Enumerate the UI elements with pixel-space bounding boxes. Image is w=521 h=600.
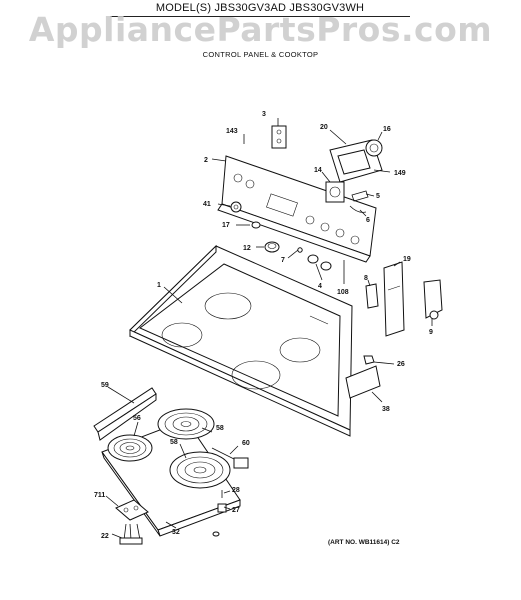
receptacle-part-38: [345, 365, 381, 399]
callout-12: 12: [243, 245, 251, 252]
control-panel: [217, 155, 377, 263]
callout-7: 7: [281, 257, 285, 264]
callout-22: 22: [101, 533, 109, 540]
leader-lines: [105, 118, 433, 539]
cooktop-main-top: [129, 244, 353, 437]
callout-41: 41: [203, 201, 211, 208]
model-title: MODEL(S) JBS30GV3AD JBS30GV3WH: [110, 2, 410, 17]
callout-17: 17: [222, 222, 230, 229]
bracket-part-3: [271, 125, 287, 149]
rail-part-59: [93, 387, 157, 441]
burner-part-58-upper: [157, 408, 215, 440]
callout-20: 20: [320, 124, 328, 131]
part-27: [217, 503, 227, 513]
callout-56: 56: [133, 415, 141, 422]
terminal-block-part-711: [115, 499, 149, 521]
callout-1: 1: [157, 282, 161, 289]
callout-108: 108: [337, 289, 349, 296]
bracket-part-8: [365, 283, 379, 309]
screw-part-7: [297, 247, 303, 253]
diagram-subtitle: CONTROL PANEL & COOKTOP: [202, 50, 319, 59]
burner-part-58-lower: [169, 451, 231, 489]
callout-2: 2: [204, 157, 208, 164]
callout-28: 28: [232, 487, 240, 494]
callout-14: 14: [314, 167, 322, 174]
callout-19: 19: [403, 256, 411, 263]
knob-part-12: [264, 241, 280, 253]
side-bracket-part-19: [383, 261, 405, 337]
callout-5: 5: [376, 193, 380, 200]
callout-60: 60: [242, 440, 250, 447]
spring-part-6: [349, 205, 367, 213]
knob-part-41: [230, 201, 242, 213]
callout-26: 26: [397, 361, 405, 368]
knob-part-17: [251, 221, 261, 229]
nut-part-26: [363, 355, 375, 365]
clip-part-5: [351, 190, 369, 202]
art-number: (ART NO. WB11614) C2: [328, 539, 400, 546]
wire-harness-part-22: [119, 523, 143, 545]
callout-3: 3: [262, 111, 266, 118]
callout-58-a: 58: [216, 425, 224, 432]
callout-143: 143: [226, 128, 238, 135]
callout-labels: 143 3 20 16 2 149 14 5 41 6 17 12 7 19 4…: [94, 111, 433, 540]
callout-149: 149: [394, 170, 406, 177]
callout-16: 16: [383, 126, 391, 133]
callout-27: 27: [232, 507, 240, 514]
receptacle-part-60: [211, 447, 249, 469]
foot-part: [212, 531, 220, 537]
knob-part-4: [307, 254, 332, 271]
callout-9: 9: [429, 329, 433, 336]
callout-59: 59: [101, 382, 109, 389]
callout-58-b: 58: [170, 439, 178, 446]
bracket-part-9: [423, 279, 443, 320]
callout-32: 32: [172, 529, 180, 536]
callout-6: 6: [366, 217, 370, 224]
callout-8: 8: [364, 275, 368, 282]
switch-part-14: [325, 181, 345, 203]
callout-4: 4: [318, 283, 322, 290]
callout-711: 711: [94, 492, 105, 499]
watermark: AppliancePartsPros.com: [28, 10, 493, 49]
burner-part-56: [107, 434, 153, 462]
callout-38: 38: [382, 406, 390, 413]
clock-assembly: [329, 139, 383, 183]
